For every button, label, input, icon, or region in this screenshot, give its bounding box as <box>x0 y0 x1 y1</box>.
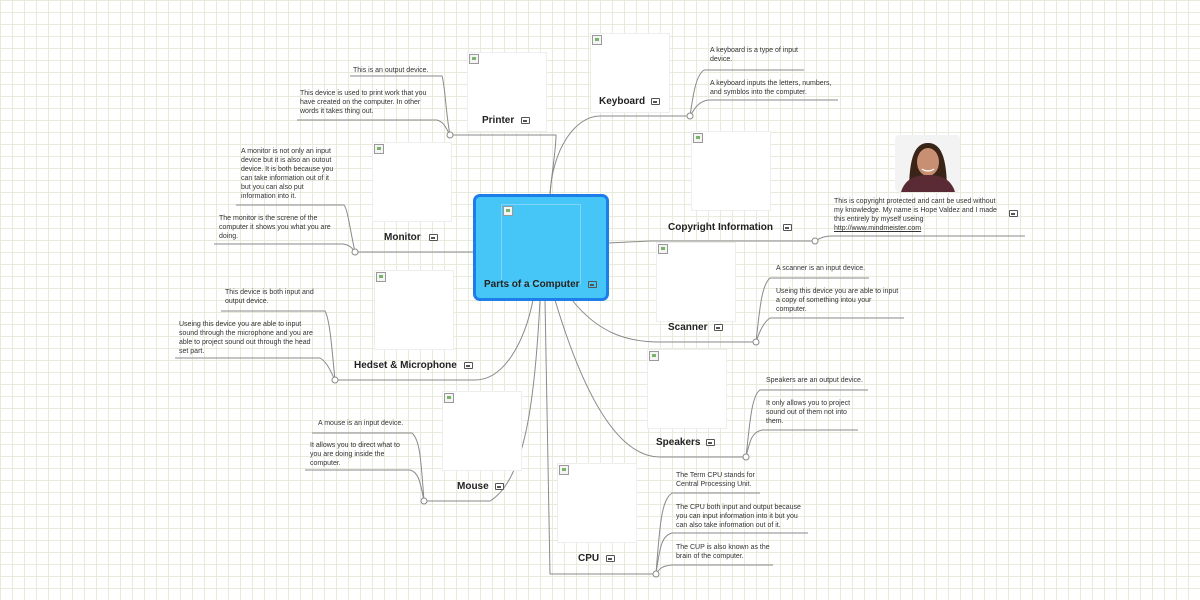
printer-note-1: This is an output device. <box>353 67 429 74</box>
monitor-note-1: A monitor is not only an input device bu… <box>241 148 334 200</box>
branch-printer <box>450 134 557 196</box>
node-scanner-title[interactable]: Scanner <box>668 322 708 333</box>
printer-image <box>467 52 547 132</box>
image-icon[interactable] <box>1009 210 1018 217</box>
headset-note-2: Useing this device you are able to input… <box>179 321 313 355</box>
monitor-note-2: The monitor is the screne of the compute… <box>219 215 331 240</box>
node-monitor-title[interactable]: Monitor <box>384 232 421 243</box>
branch-cpu <box>544 299 656 575</box>
branch-keyboard <box>549 115 690 196</box>
broken-image-icon <box>374 144 384 154</box>
broken-image-icon <box>559 465 569 475</box>
broken-image-icon <box>592 35 602 45</box>
node-mouse-title[interactable]: Mouse <box>457 481 489 492</box>
node-headset-title[interactable]: Hedset & Microphone <box>354 360 457 371</box>
mouse-image <box>442 391 522 471</box>
cpu-note-1: The Term CPU stands for Central Processi… <box>676 472 755 488</box>
collapse-handle-icon <box>752 338 760 346</box>
collapse-handle-icon <box>686 112 694 120</box>
author-photo <box>895 135 960 192</box>
branch-headset <box>335 299 534 381</box>
image-icon[interactable] <box>429 234 438 241</box>
collapse-handle-icon <box>331 376 339 384</box>
collapse-handle-icon <box>652 570 660 578</box>
broken-image-icon <box>376 272 386 282</box>
speakers-note-1: Speakers are an output device. <box>766 377 863 384</box>
printer-note-2: This device is used to print work that y… <box>300 90 427 115</box>
keyboard-note-2: A keyboard inputs the letters, numbers, … <box>710 80 832 96</box>
central-image <box>501 204 581 284</box>
image-icon[interactable] <box>706 439 715 446</box>
cpu-image <box>557 463 637 543</box>
keyboard-note-1: A keyboard is a type of input device. <box>710 47 798 63</box>
central-topic[interactable]: Parts of a Computer <box>473 194 609 301</box>
image-icon[interactable] <box>714 324 723 331</box>
headset-note-1: This device is both input and output dev… <box>225 289 314 305</box>
copyright-link[interactable]: http://www.mindmeister.com <box>834 225 922 232</box>
node-copyright-title[interactable]: Copyright Information <box>668 222 773 233</box>
scanner-note-2: Useing this device you are able to input… <box>776 288 899 313</box>
broken-image-icon <box>469 54 479 64</box>
image-icon[interactable] <box>588 281 597 288</box>
node-speakers-title[interactable]: Speakers <box>656 437 701 448</box>
broken-image-icon <box>444 393 454 403</box>
image-icon[interactable] <box>783 224 792 231</box>
image-icon[interactable] <box>464 362 473 369</box>
collapse-handle-icon <box>420 497 428 505</box>
branch-copyright <box>607 240 815 244</box>
collapse-handle-icon <box>446 131 454 139</box>
cpu-note-2: The CPU both input and output because yo… <box>676 504 801 529</box>
scanner-image <box>656 242 736 322</box>
image-icon[interactable] <box>651 98 660 105</box>
broken-image-icon <box>693 133 703 143</box>
monitor-image <box>372 142 452 222</box>
copyright-note-text: This is copyright protected and cant be … <box>834 198 997 223</box>
node-keyboard-title[interactable]: Keyboard <box>599 96 646 107</box>
speakers-note-2: It only allows you to project sound out … <box>766 400 851 425</box>
broken-image-icon <box>503 206 513 216</box>
image-icon[interactable] <box>606 555 615 562</box>
mouse-note-2: It allows you to direct what to you are … <box>310 442 400 467</box>
speakers-image <box>647 349 727 429</box>
copyright-image <box>691 131 771 211</box>
node-cpu-title[interactable]: CPU <box>578 553 600 564</box>
branch-mouse <box>424 299 541 502</box>
collapse-handle-icon <box>351 248 359 256</box>
scanner-note-1: A scanner is an input device. <box>776 265 866 272</box>
cpu-note-3: The CUP is also known as the brain of th… <box>676 544 770 560</box>
collapse-handle-icon <box>742 453 750 461</box>
broken-image-icon <box>658 244 668 254</box>
copyright-note: This is copyright protected and cant be … <box>834 197 1006 233</box>
author-photo-image <box>895 135 960 192</box>
central-title: Parts of a Computer <box>484 279 580 290</box>
headset-image <box>374 270 454 350</box>
image-icon[interactable] <box>495 483 504 490</box>
image-icon[interactable] <box>521 117 530 124</box>
collapse-handle-icon <box>811 237 819 245</box>
branch-speakers <box>554 299 746 458</box>
node-printer-title[interactable]: Printer <box>482 115 515 126</box>
mouse-note-1: A mouse is an input device. <box>318 420 404 427</box>
branch-scanner <box>571 299 756 343</box>
broken-image-icon <box>649 351 659 361</box>
